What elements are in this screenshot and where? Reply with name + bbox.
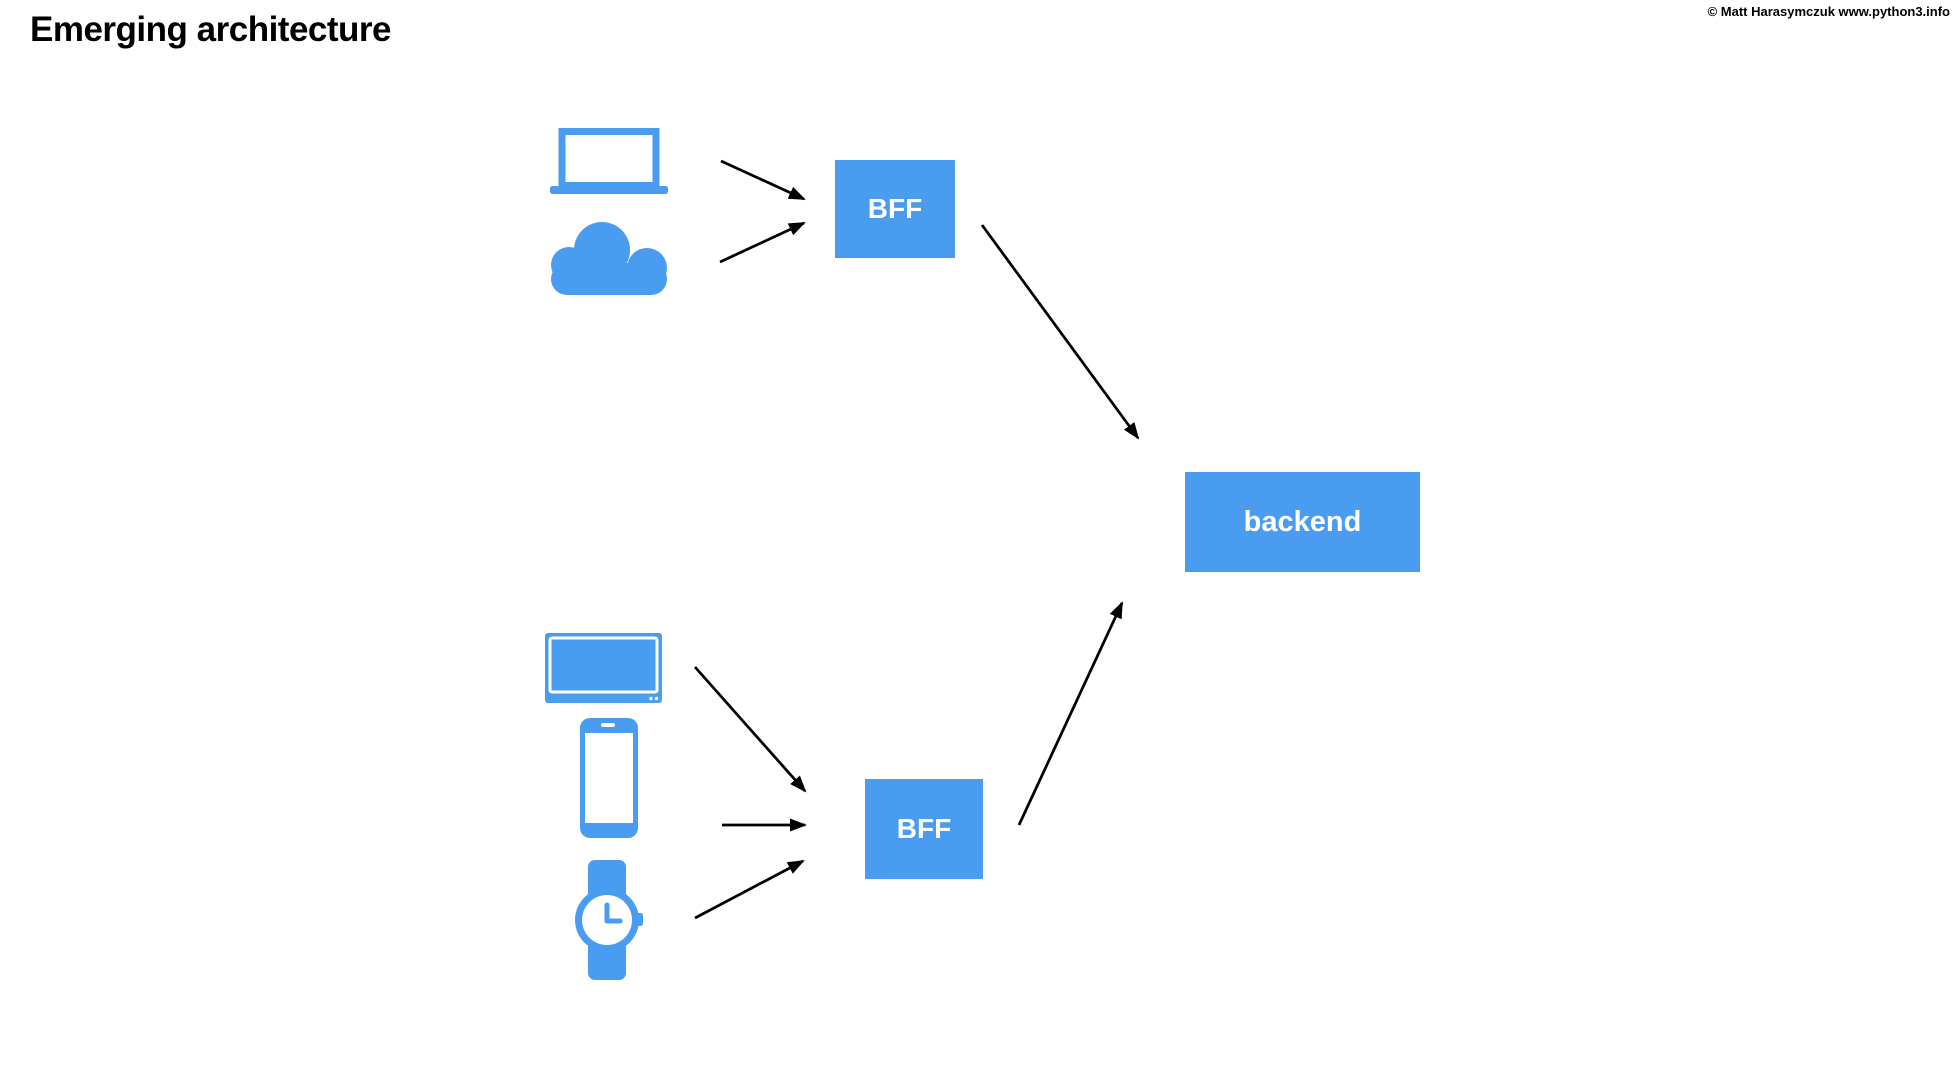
bff-top-box: BFF [835,160,955,258]
arrow-laptop-to-bff-top [720,159,806,201]
cloud-icon [551,222,667,295]
backend-label: backend [1243,505,1362,538]
tv-icon [545,633,662,703]
bff-bottom-label: BFF [896,813,952,844]
arrow-bff-bottom-to-backend [1017,601,1124,826]
arrow-bff-top-to-backend [980,224,1140,440]
page-title: Emerging architecture [30,10,392,49]
backend-box: backend [1185,472,1420,572]
copyright-text: © Matt Harasymczuk www.python3.info [1707,4,1950,19]
smartphone-icon [580,718,638,838]
arrow-tv-to-bff-bottom [693,666,807,793]
watch-icon [575,860,643,980]
bff-top-label: BFF [867,193,923,224]
bff-bottom-box: BFF [865,779,983,879]
laptop-icon [550,128,668,194]
arrow-watch-to-bff-bottom [694,859,805,920]
arrow-cloud-to-bff-top [719,221,806,264]
